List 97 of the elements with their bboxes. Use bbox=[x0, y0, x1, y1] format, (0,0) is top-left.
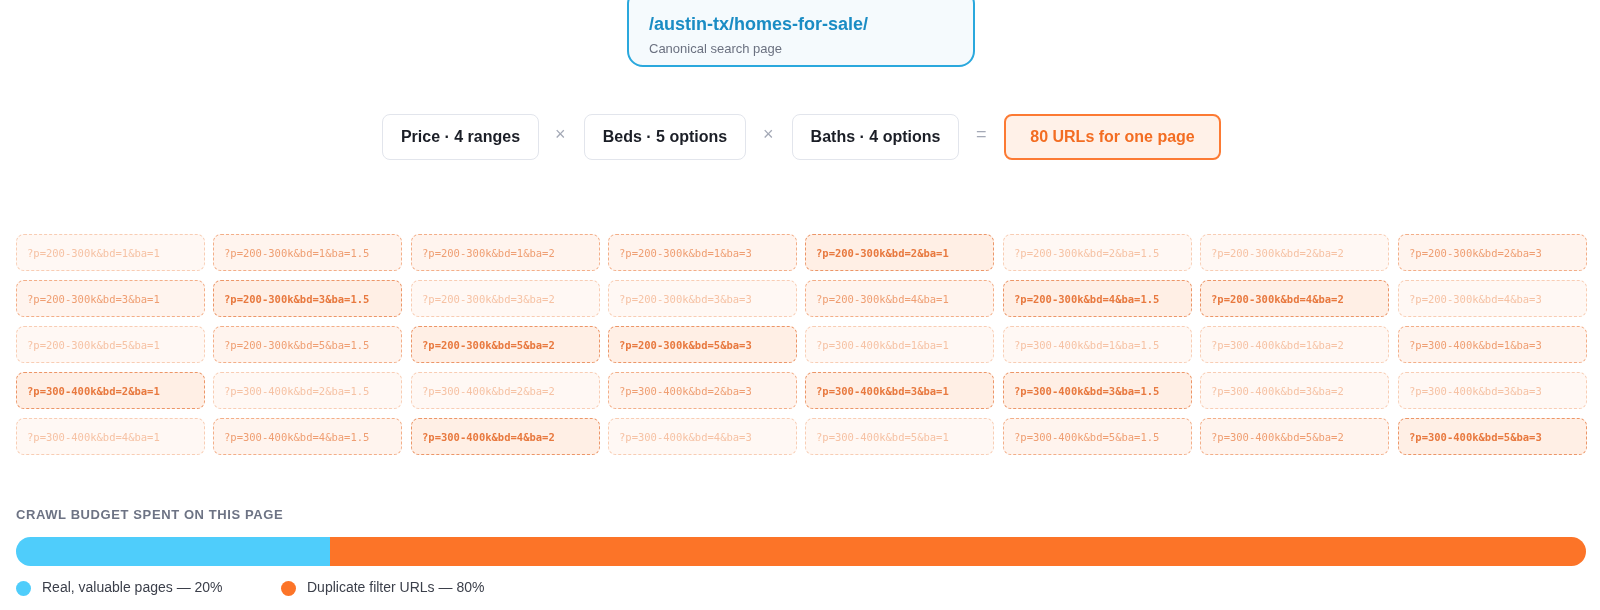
url-chip bbox=[411, 418, 600, 455]
url-chip bbox=[16, 234, 205, 271]
url-chip bbox=[1200, 234, 1389, 271]
filter-box bbox=[584, 114, 746, 160]
url-text: ?p=200-300k&bd=3&ba=3 bbox=[619, 292, 752, 305]
url-chip bbox=[16, 280, 205, 317]
url-text: ?p=300-400k&bd=5&ba=1.5 bbox=[1014, 430, 1160, 443]
url-text: ?p=300-400k&bd=1&ba=2 bbox=[1211, 338, 1344, 351]
url-text: ?p=200-300k&bd=5&ba=1.5 bbox=[224, 338, 370, 351]
url-chip bbox=[1003, 234, 1192, 271]
url-chip bbox=[213, 280, 402, 317]
url-chip bbox=[1200, 326, 1389, 363]
url-text: ?p=300-400k&bd=5&ba=2 bbox=[1211, 430, 1344, 443]
url-chip bbox=[411, 326, 600, 363]
url-text: ?p=200-300k&bd=4&ba=2 bbox=[1211, 292, 1344, 305]
url-text: ?p=300-400k&bd=2&ba=2 bbox=[422, 384, 555, 397]
result-box bbox=[1004, 114, 1221, 160]
filter-box bbox=[382, 114, 539, 160]
url-chip bbox=[608, 234, 797, 271]
url-text: ?p=200-300k&bd=5&ba=2 bbox=[422, 338, 555, 351]
url-chip bbox=[1398, 372, 1587, 409]
url-text: ?p=200-300k&bd=1&ba=2 bbox=[422, 246, 555, 259]
url-path: /austin-tx/homes-for-sale/ bbox=[649, 14, 870, 35]
url-text: ?p=300-400k&bd=1&ba=1.5 bbox=[1014, 338, 1160, 351]
url-text: ?p=300-400k&bd=3&ba=2 bbox=[1211, 384, 1344, 397]
url-chip bbox=[1398, 418, 1587, 455]
url-text: ?p=300-400k&bd=2&ba=1 bbox=[27, 384, 160, 397]
url-chip bbox=[608, 372, 797, 409]
url-text: ?p=200-300k&bd=2&ba=1.5 bbox=[1014, 246, 1160, 259]
filter-label: Beds · 5 options bbox=[602, 128, 728, 146]
operator-sign: × bbox=[555, 124, 566, 145]
url-chip bbox=[608, 418, 797, 455]
url-text: ?p=200-300k&bd=1&ba=1 bbox=[27, 246, 160, 259]
url-text: ?p=300-400k&bd=3&ba=3 bbox=[1409, 384, 1542, 397]
legend-label: Real, valuable pages — 20% bbox=[42, 579, 223, 595]
url-chip bbox=[16, 372, 205, 409]
url-chip bbox=[1398, 280, 1587, 317]
url-chip bbox=[805, 418, 994, 455]
url-chip bbox=[16, 418, 205, 455]
url-chip bbox=[1003, 326, 1192, 363]
url-text: ?p=200-300k&bd=2&ba=1 bbox=[816, 246, 949, 259]
url-text: ?p=200-300k&bd=4&ba=1.5 bbox=[1014, 292, 1160, 305]
url-text: ?p=300-400k&bd=5&ba=1 bbox=[816, 430, 949, 443]
url-text: ?p=200-300k&bd=3&ba=1.5 bbox=[224, 292, 370, 305]
card-subtitle: Canonical search page bbox=[649, 41, 783, 56]
url-text: ?p=300-400k&bd=1&ba=1 bbox=[816, 338, 949, 351]
url-chip bbox=[1003, 418, 1192, 455]
url-text: ?p=200-300k&bd=1&ba=3 bbox=[619, 246, 752, 259]
url-chip bbox=[1003, 280, 1192, 317]
url-chip bbox=[1200, 372, 1389, 409]
url-text: ?p=200-300k&bd=5&ba=1 bbox=[27, 338, 160, 351]
filter-label: Price · 4 ranges bbox=[400, 128, 521, 146]
section-heading: CRAWL BUDGET SPENT ON THIS PAGE bbox=[16, 507, 284, 522]
url-text: ?p=300-400k&bd=2&ba=1.5 bbox=[224, 384, 370, 397]
url-text: ?p=200-300k&bd=3&ba=2 bbox=[422, 292, 555, 305]
url-text: ?p=300-400k&bd=3&ba=1 bbox=[816, 384, 949, 397]
url-chip bbox=[411, 234, 600, 271]
url-text: ?p=300-400k&bd=4&ba=1 bbox=[27, 430, 160, 443]
url-chip bbox=[213, 418, 402, 455]
url-chip bbox=[1398, 326, 1587, 363]
operator-sign: × bbox=[763, 124, 774, 145]
url-text: ?p=200-300k&bd=2&ba=2 bbox=[1211, 246, 1344, 259]
url-text: ?p=300-400k&bd=4&ba=3 bbox=[619, 430, 752, 443]
url-chip bbox=[805, 326, 994, 363]
url-chip bbox=[213, 234, 402, 271]
result-label: 80 URLs for one page bbox=[1030, 128, 1195, 146]
url-chip bbox=[1003, 372, 1192, 409]
url-text: ?p=200-300k&bd=4&ba=3 bbox=[1409, 292, 1542, 305]
page-card bbox=[627, 0, 975, 67]
url-chip bbox=[1200, 418, 1389, 455]
url-chip bbox=[608, 326, 797, 363]
url-text: ?p=300-400k&bd=1&ba=3 bbox=[1409, 338, 1542, 351]
url-chip bbox=[411, 280, 600, 317]
url-chip bbox=[805, 234, 994, 271]
url-chip bbox=[411, 372, 600, 409]
url-text: ?p=200-300k&bd=5&ba=3 bbox=[619, 338, 752, 351]
url-text: ?p=300-400k&bd=3&ba=1.5 bbox=[1014, 384, 1160, 397]
url-text: ?p=300-400k&bd=5&ba=3 bbox=[1409, 430, 1542, 443]
filter-box bbox=[792, 114, 959, 160]
url-chip bbox=[1200, 280, 1389, 317]
legend-label: Duplicate filter URLs — 80% bbox=[307, 579, 485, 595]
url-chip bbox=[1398, 234, 1587, 271]
url-text: ?p=200-300k&bd=3&ba=1 bbox=[27, 292, 160, 305]
url-text: ?p=200-300k&bd=2&ba=3 bbox=[1409, 246, 1542, 259]
url-text: ?p=300-400k&bd=4&ba=2 bbox=[422, 430, 555, 443]
url-text: ?p=300-400k&bd=2&ba=3 bbox=[619, 384, 752, 397]
operator-sign: = bbox=[976, 124, 987, 145]
url-chip bbox=[608, 280, 797, 317]
url-chip bbox=[805, 372, 994, 409]
url-chip bbox=[213, 372, 402, 409]
url-chip bbox=[213, 326, 402, 363]
url-chip bbox=[805, 280, 994, 317]
url-text: ?p=200-300k&bd=4&ba=1 bbox=[816, 292, 949, 305]
url-text: ?p=200-300k&bd=1&ba=1.5 bbox=[224, 246, 370, 259]
url-chip bbox=[16, 326, 205, 363]
filter-label: Baths · 4 options bbox=[810, 128, 941, 146]
url-text: ?p=300-400k&bd=4&ba=1.5 bbox=[224, 430, 370, 443]
